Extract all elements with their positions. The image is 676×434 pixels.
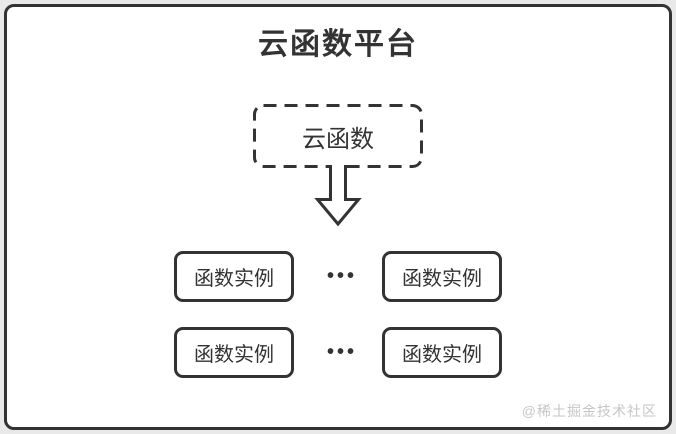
function-instance-node: 函数实例	[174, 251, 294, 302]
instance-grid: 函数实例 ••• 函数实例 函数实例 ••• 函数实例	[7, 251, 669, 378]
function-instance-node: 函数实例	[382, 251, 502, 302]
function-instance-node: 函数实例	[174, 327, 294, 378]
watermark: @稀土掘金技术社区	[521, 403, 657, 419]
function-instance-node: 函数实例	[382, 327, 502, 378]
diagram-frame: 云函数平台 云函数 函数实例 ••• 函数实例 函数实例 ••• 函数实例 @稀…	[4, 4, 672, 430]
cloud-function-label: 云函数	[302, 125, 374, 153]
ellipsis-dots: •••	[327, 265, 358, 287]
down-arrow-icon	[314, 165, 362, 227]
cloud-function-node: 云函数	[253, 104, 423, 168]
instance-row: 函数实例 ••• 函数实例	[174, 327, 502, 378]
ellipsis-dots: •••	[327, 341, 358, 363]
instance-row: 函数实例 ••• 函数实例	[174, 251, 502, 302]
diagram-title: 云函数平台	[258, 28, 418, 61]
